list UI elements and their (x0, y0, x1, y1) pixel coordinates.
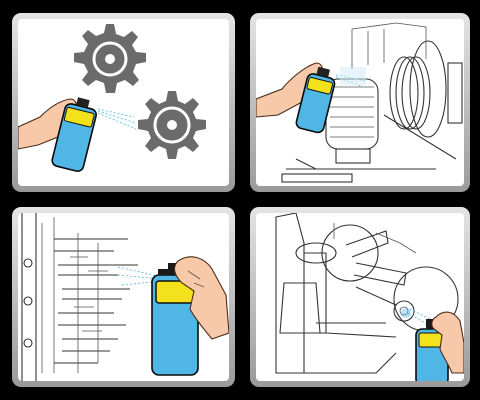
machine-frame (351, 22, 427, 69)
hand-icon (173, 256, 229, 340)
spray-mist (97, 108, 137, 130)
machine-parts-scene (21, 213, 229, 381)
large-gear-icon (74, 24, 146, 93)
spray-mist (401, 308, 431, 326)
gears-scene (18, 24, 206, 172)
motor-scene (256, 22, 463, 183)
pulley-icon (383, 40, 463, 160)
spray-can-icon (295, 66, 336, 134)
spray-can-icon (415, 319, 449, 381)
hand-icon (431, 311, 464, 374)
panel-machine-parts-canvas (18, 213, 229, 381)
grinder-scene (275, 213, 464, 381)
panel-grinder (250, 207, 470, 387)
machine-parts-icon (21, 213, 138, 381)
panel-motor-pulley-canvas (256, 19, 464, 186)
spray-can-icon (51, 97, 97, 172)
spray-mist (335, 67, 367, 88)
panel-gears (12, 13, 235, 192)
grinder-icon (275, 213, 459, 374)
small-gear-icon (138, 91, 206, 159)
panel-machine-parts (12, 207, 235, 387)
panel-gears-canvas (18, 19, 229, 186)
panel-grinder-canvas (256, 213, 464, 381)
panel-motor-pulley (250, 13, 470, 192)
